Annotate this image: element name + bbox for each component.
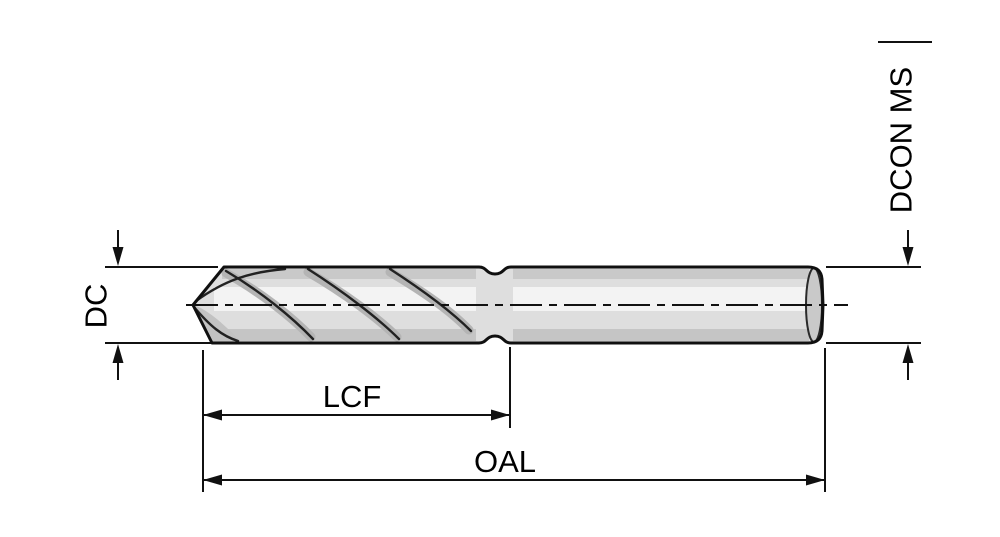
dcon-dimension: DCON MS (826, 41, 932, 380)
dc-dimension: DC (79, 230, 218, 380)
dcon-label: DCON MS (884, 67, 919, 213)
oal-label: OAL (474, 444, 536, 479)
lcf-label: LCF (323, 379, 382, 414)
tip-land-edge (194, 267, 287, 303)
oal-arrowhead-left (203, 474, 222, 486)
dc-arrowhead-top (112, 247, 124, 266)
oal-dimension: OAL (203, 348, 826, 492)
drill-silhouette-fill (193, 267, 823, 343)
flute-bottom-shade (216, 329, 476, 341)
shank-bottom-shade (513, 329, 809, 341)
oal-arrowhead-right (806, 474, 825, 486)
flute-grooves (192, 267, 474, 343)
lcf-dimension: LCF (202, 347, 511, 492)
shank-highlight (513, 287, 809, 311)
tip-facet-shade (193, 305, 240, 343)
dc-arrowhead-bottom (112, 344, 124, 363)
dcon-arrowhead-top (902, 247, 914, 266)
lcf-arrowhead-right (491, 409, 510, 421)
dcon-arrowhead-bottom (902, 344, 914, 363)
lcf-arrowhead-left (203, 409, 222, 421)
flute-top-shade (222, 269, 476, 279)
shank-top-shade (513, 269, 809, 279)
dc-label: DC (79, 284, 114, 329)
flute-edge-3 (388, 267, 473, 333)
